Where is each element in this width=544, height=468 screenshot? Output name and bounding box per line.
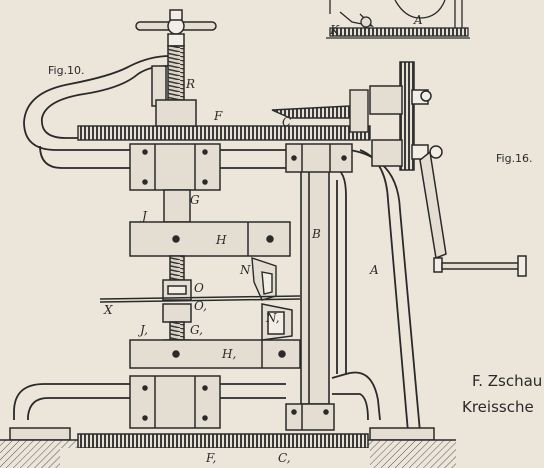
part-labels: R F C G J H B A N O O, X N, J, G, H, F, … — [103, 13, 423, 465]
column-B — [300, 167, 330, 405]
main-frame — [13, 55, 421, 433]
label-small-A: A — [413, 13, 423, 27]
workpiece-X — [99, 295, 301, 303]
label-O1: O, — [194, 299, 207, 313]
label-X: X — [103, 303, 113, 317]
label-C1: C, — [278, 451, 291, 465]
label-K1: K, — [329, 23, 343, 37]
publisher-line-1: F. Zschau — [472, 372, 542, 390]
upper-bearings — [129, 143, 353, 191]
label-F1: F, — [205, 451, 216, 465]
lower-shaft — [129, 303, 301, 369]
label-F: F — [213, 109, 223, 123]
label-B: B — [311, 227, 321, 241]
inset-figure — [326, 0, 470, 39]
label-O: O — [194, 281, 204, 295]
top-gear — [77, 89, 371, 141]
label-J: J — [139, 209, 148, 223]
crank-assembly — [369, 61, 527, 277]
figure-caption-10: Fig.10. — [48, 64, 85, 77]
figure-caption-16: Fig.16. — [496, 152, 533, 165]
label-N: N — [239, 263, 251, 277]
cutter-N — [251, 257, 277, 301]
label-G: G — [190, 193, 200, 207]
label-G1: G, — [190, 323, 203, 337]
publisher-line-2: Kreissche — [462, 398, 534, 416]
label-H1: H, — [221, 347, 236, 361]
machine-base — [0, 427, 456, 468]
handwheel-spindle — [135, 9, 217, 127]
label-H: H — [215, 233, 227, 247]
label-J1: J, — [137, 323, 148, 337]
label-C: C — [282, 115, 291, 129]
lower-bearings — [129, 375, 335, 431]
upper-shaft — [129, 189, 291, 301]
label-N1: N, — [265, 311, 280, 325]
label-A: A — [369, 263, 379, 277]
label-R: R — [185, 77, 195, 91]
